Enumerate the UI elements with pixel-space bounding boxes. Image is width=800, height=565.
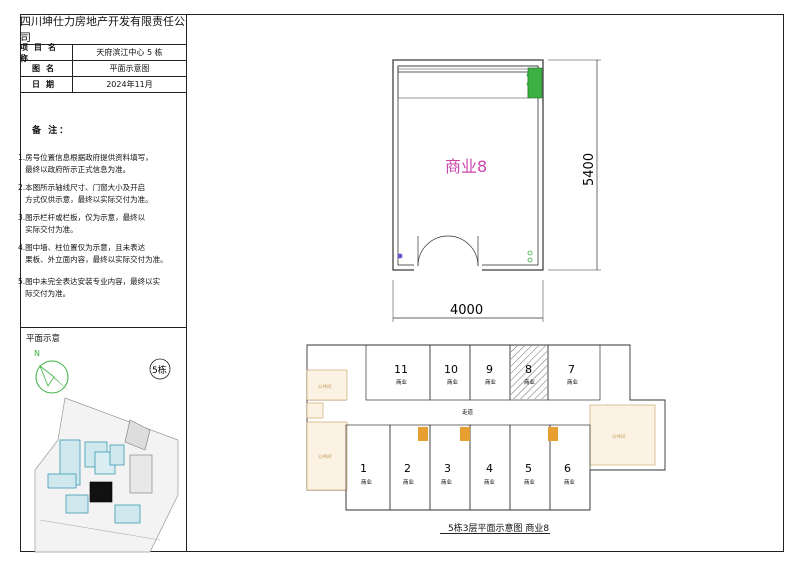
- unit-number: 4: [486, 462, 493, 475]
- unit-use: 商业: [361, 478, 373, 486]
- unit-use: 商业: [524, 378, 536, 386]
- info-key: 日期: [20, 77, 73, 92]
- note-item: 5.图中未完全表达安装专业内容，最终以实 际交付为准。: [18, 277, 161, 298]
- aux-label: 公共间: [318, 383, 332, 390]
- note-item: 1.房号位置信息根据政府提供资料填写， 最终以政府所示正式信息为准。: [18, 153, 153, 174]
- unit-number: 9: [486, 363, 493, 376]
- info-value: 2024年11月: [106, 80, 153, 89]
- note-item: 3.图示栏杆或栏板，仅为示意，最终以 实际交付为准。: [18, 213, 146, 234]
- unit-use: 商业: [447, 378, 459, 386]
- unit-use: 商业: [567, 378, 579, 386]
- unit-number: 8: [525, 363, 532, 376]
- building-tag-label: 5栋: [152, 364, 167, 376]
- info-row-project: 项目名称 天府滨江中心 5 栋: [20, 43, 186, 63]
- unit-number: 3: [444, 462, 451, 475]
- building-5-highlight: [89, 481, 113, 503]
- unit-use: 商业: [441, 478, 453, 486]
- aux-label: 公共间: [612, 433, 626, 440]
- info-value: 平面示意图: [109, 64, 150, 73]
- notes-title: 备 注：: [32, 126, 71, 136]
- unit-use: 商业: [396, 378, 408, 386]
- unit-use: 商业: [484, 478, 496, 486]
- unit-number: 2: [404, 462, 411, 475]
- unit-number: 6: [564, 462, 571, 475]
- info-row-drawing-name: 图名 平面示意图: [20, 61, 186, 77]
- highlighted-unit-8: [511, 346, 547, 399]
- dim-depth: 5400: [582, 153, 597, 186]
- info-key: 项目名称: [20, 43, 73, 63]
- unit-number: 10: [444, 363, 458, 376]
- planter: [527, 67, 543, 99]
- building-tag: 5栋: [149, 358, 171, 380]
- title-block: 四川坤仕力房地产开发有限责任公司 项目名称 天府滨江中心 5 栋 图名 平面示意…: [20, 14, 187, 552]
- unit-number: 1: [360, 462, 367, 475]
- site-map: [34, 397, 179, 553]
- dimension-lines: [392, 59, 601, 322]
- note-item: 2.本图所示轴线尺寸、门窗大小及开启 方式仅供示意，最终以实际交付为准。: [18, 183, 153, 204]
- floor-unit-labels: 11 10 9 8 7 商业 商业 商业 商业 商业 1 2 3 4 5 6 商…: [318, 363, 626, 486]
- unit-label: 商业8: [445, 157, 487, 176]
- floor-plan-caption: 5栋3层平面示意图 商业8: [448, 524, 550, 534]
- dim-width: 4000: [450, 303, 483, 318]
- north-label: N: [34, 349, 40, 358]
- caption-underline: [440, 533, 550, 534]
- unit-use: 商业: [564, 478, 576, 486]
- info-key: 图名: [20, 61, 73, 76]
- corridor-label: 走道: [462, 408, 474, 416]
- site-plan-divider: [20, 327, 187, 328]
- unit-use: 商业: [524, 478, 536, 486]
- drawing-frame: [20, 14, 784, 552]
- info-value: 天府滨江中心 5 栋: [96, 48, 163, 57]
- unit-use: 商业: [403, 478, 415, 486]
- aux-label: 公共间: [318, 453, 332, 460]
- unit-use: 商业: [485, 378, 497, 386]
- site-plan-title: 平面示意: [26, 334, 61, 344]
- company-name: 四川坤仕力房地产开发有限责任公司: [20, 15, 186, 45]
- note-item: 4.图中墙、柱位置仅为示意，且未表达 果板、外立面内容，最终以实际交付为准。: [18, 243, 168, 264]
- info-row-date: 日期 2024年11月: [20, 77, 186, 93]
- unit-plan: [392, 59, 544, 272]
- unit-number: 7: [568, 363, 575, 376]
- unit-number: 5: [525, 462, 532, 475]
- north-arrow-icon: [35, 360, 70, 394]
- unit-number: 11: [394, 363, 408, 376]
- floor-plan: [306, 344, 666, 511]
